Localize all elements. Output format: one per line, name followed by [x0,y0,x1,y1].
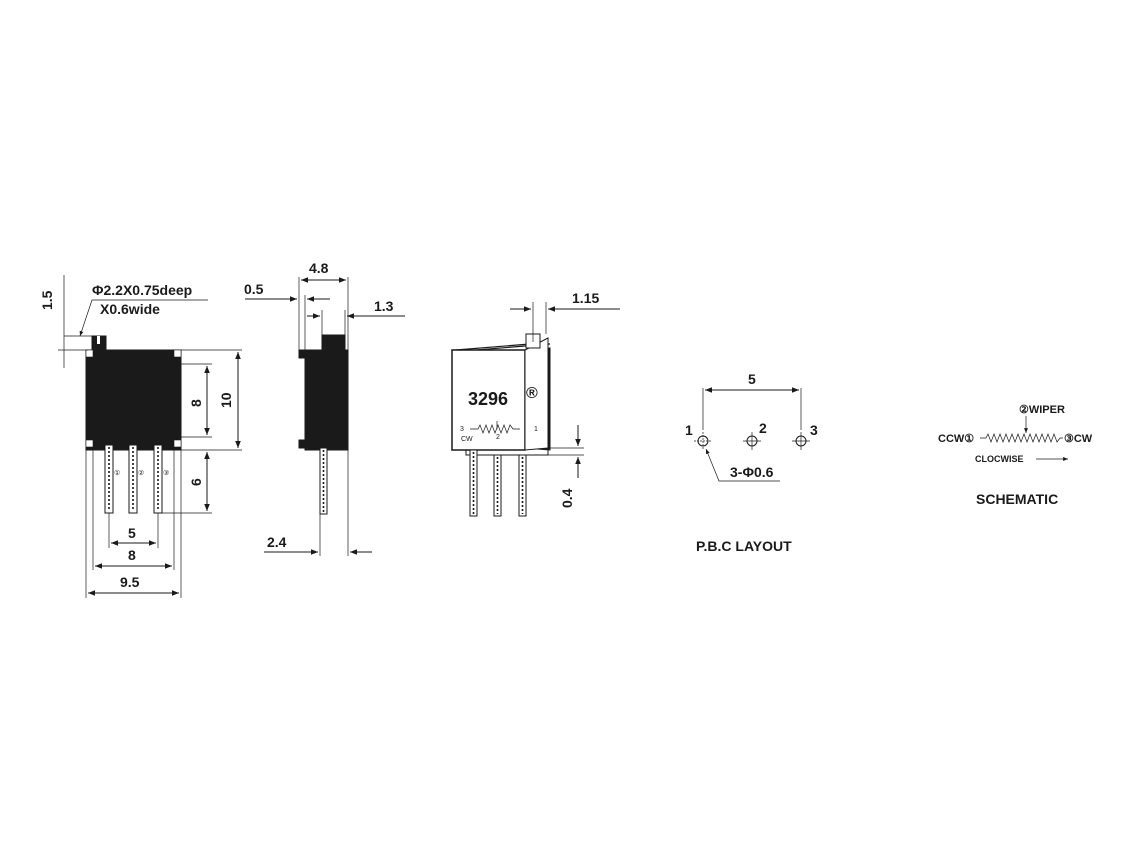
side-body [304,349,349,451]
side-view: 4.8 0.5 1.3 2.4 [244,260,405,556]
pin-mark-3: ③ [163,469,169,477]
hole-note-line1: Φ2.2X0.75deep [92,282,192,298]
pcb-pin-1: 1 [685,422,693,438]
iso-dim-adjust: 1.15 [572,290,599,306]
pcb-layout: 5 1 2 3 3-Φ0.6 P.B.C LAYOUT [685,371,818,554]
iso-registered: ® [526,385,538,402]
iso-model: 3296 [468,389,508,409]
front-body [85,349,182,451]
dim-pin-offset: 2.4 [267,534,287,550]
iso-view: 3296 ® 3 2 1 CW 1.15 0.4 [451,290,620,517]
pin-mark-2: ② [138,469,144,477]
dim-body-height: 10 [218,392,234,408]
iso-pin-label-left: 3 [460,426,464,433]
pin-mark-1: ① [114,469,120,477]
front-view: ① ② ③ Φ2.2X0.75deep X0.6wide 1.5 10 8 6 … [39,275,242,598]
pcb-dim-pitch: 5 [748,371,756,387]
iso-pin-label-right: 1 [534,426,538,433]
dim-pin-length: 6 [188,478,204,486]
schematic-clockwise: CLOCWISE [975,454,1024,464]
dim-pin-pitch: 5 [128,525,136,541]
schematic-title: SCHEMATIC [976,491,1058,507]
dim-top-offset: 1.5 [39,290,55,310]
pcb-pin-2: 2 [759,420,767,436]
pcb-hole-note: 3-Φ0.6 [730,464,774,480]
iso-cw-label: CW [461,436,473,443]
side-pin [319,447,328,515]
pcb-title: P.B.C LAYOUT [696,538,792,554]
pcb-pin-3: 3 [810,422,818,438]
hole-note-line2: X0.6wide [100,301,160,317]
schematic-ccw: CCW① [938,433,974,445]
iso-dim-standoff: 0.4 [559,488,575,508]
dim-offset: 0.5 [244,281,264,297]
iso-front-face [451,349,526,451]
schematic-wiper: ②WIPER [1019,404,1065,416]
schematic: ②WIPER CCW① ③CW CLOCWISE SCHEMATIC [938,404,1093,507]
dim-body-inner: 8 [188,399,204,407]
dim-width: 9.5 [120,574,140,590]
dim-adjust: 1.3 [374,298,394,314]
iso-pin-label-mid: 2 [496,434,500,441]
dim-pin-span: 8 [128,547,136,563]
dim-depth: 4.8 [309,260,329,276]
schematic-cw: ③CW [1064,433,1093,445]
side-adjust-nub [321,334,346,352]
